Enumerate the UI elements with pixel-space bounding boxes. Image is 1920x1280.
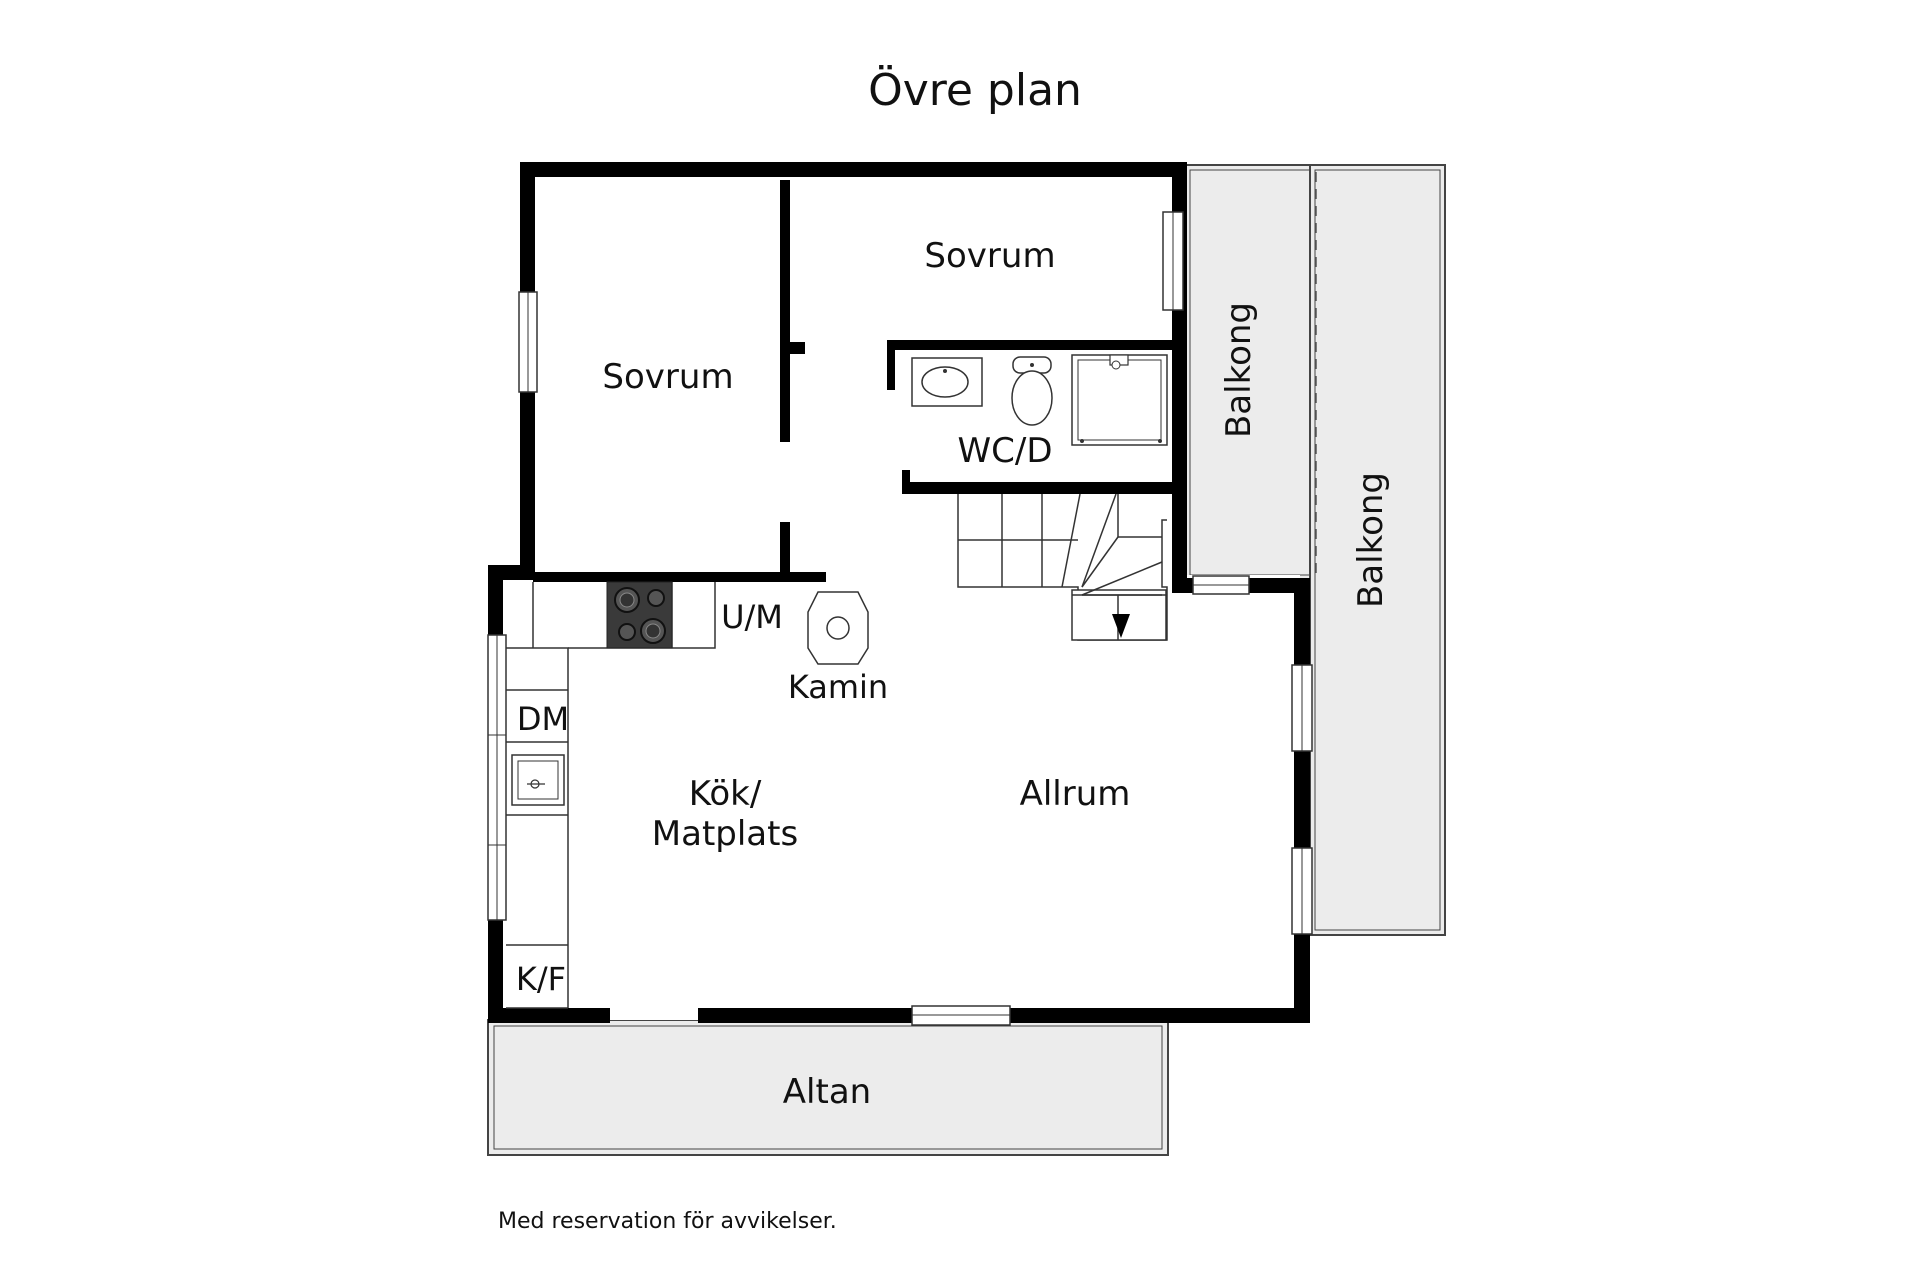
interior-walls [533, 180, 1177, 582]
window-left-bedroom [518, 291, 538, 393]
window-top-bedroom [1162, 211, 1184, 311]
window-allrum-right-2 [1291, 847, 1313, 935]
stove-icon [606, 581, 673, 649]
toilet-icon [1011, 356, 1053, 426]
window-allrum-right-1 [1291, 664, 1313, 752]
room-label-altan: Altan [783, 1072, 871, 1112]
stair-arrow-icon [1112, 614, 1130, 638]
fixture-label-dm: DM [517, 700, 569, 738]
fireplace-icon [807, 591, 869, 665]
kitchen-counter [506, 582, 716, 1009]
plan-title: Övre plan [868, 64, 1082, 116]
room-label-sovrum-left: Sovrum [602, 357, 733, 397]
room-label-kok-line1: Kök/ [689, 774, 762, 814]
interior-floor [500, 175, 1300, 1020]
window-kitchen [487, 634, 507, 921]
room-label-balkong-outer: Balkong [1351, 472, 1391, 608]
room-label-sovrum-top: Sovrum [924, 236, 1055, 276]
fixture-label-kamin: Kamin [788, 668, 888, 706]
altan-terrace [487, 1019, 1169, 1156]
room-label-allrum: Allrum [1020, 774, 1131, 814]
fixture-label-um: U/M [721, 598, 783, 636]
fixture-label-kf: K/F [516, 960, 566, 998]
shower-icon [1071, 354, 1168, 446]
window-allrum-bottom [911, 1005, 1011, 1026]
room-label-wc: WC/D [958, 431, 1053, 471]
room-label-balkong-inner: Balkong [1219, 302, 1259, 438]
balcony-outer [1309, 164, 1446, 936]
window-allrum-top [1192, 575, 1250, 595]
kitchen-sink-icon [511, 754, 565, 806]
sink-icon [911, 357, 983, 407]
room-label-kok-line2: Matplats [652, 814, 798, 854]
disclaimer-text: Med reservation för avvikelser. [498, 1209, 837, 1234]
